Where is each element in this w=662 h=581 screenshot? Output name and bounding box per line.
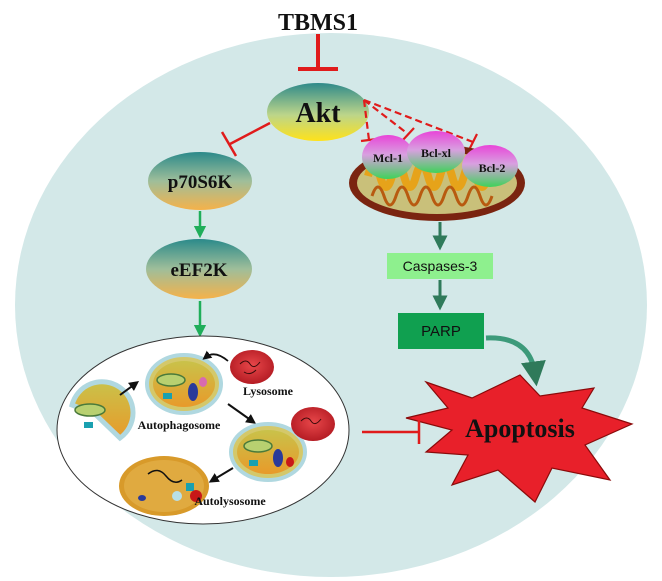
p70s6k-label: p70S6K xyxy=(168,172,233,193)
lysosome-fusion-arrow xyxy=(202,350,229,362)
tbms1-label: TBMS1 xyxy=(278,10,358,36)
akt-label: Akt xyxy=(295,98,341,129)
parp-node: PARP xyxy=(398,313,484,349)
bclxl-node: Bcl-xl xyxy=(407,131,465,173)
apoptosis-label: Apoptosis xyxy=(465,414,575,443)
akt-p70s6k-inhibit-bar xyxy=(220,131,238,157)
mcl1-node: Mcl-1 xyxy=(362,135,414,179)
fusing-vesicle xyxy=(229,422,307,482)
lysosome-label: Lysosome xyxy=(243,384,294,398)
lysosome-bottom xyxy=(291,407,335,441)
phagophore-arrow xyxy=(119,381,140,396)
akt-bcl-inhibit-lines xyxy=(362,98,474,144)
bcl2-node: Bcl-2 xyxy=(462,145,518,187)
autolysosome-arrow xyxy=(208,467,234,483)
apoptosis-node: Apoptosis xyxy=(405,374,634,503)
eef2k-node: eEF2K xyxy=(146,239,252,299)
parp-label: PARP xyxy=(421,323,461,340)
caspases3-label: Caspases-3 xyxy=(403,258,478,274)
bcl2-label: Bcl-2 xyxy=(479,161,506,175)
autolysosome-organelle xyxy=(119,456,209,516)
lysosome-top xyxy=(230,350,274,384)
akt-node: Akt xyxy=(267,83,369,141)
autophagosome-organelle xyxy=(145,353,223,415)
autophagosome-label: Autophagosome xyxy=(138,418,221,432)
caspases3-node: Caspases-3 xyxy=(387,253,493,279)
eef2k-label: eEF2K xyxy=(171,260,228,281)
bclxl-label: Bcl-xl xyxy=(421,146,452,160)
akt-p70s6k-inhibit-line xyxy=(229,121,271,146)
mcl1-label: Mcl-1 xyxy=(373,151,403,165)
p70s6k-node: p70S6K xyxy=(148,152,252,210)
phagophore xyxy=(69,379,136,442)
autolysosome-label: Autolysosome xyxy=(194,494,266,508)
parp-apoptosis-arrow xyxy=(485,335,546,387)
autophagosome-fusion-arrow xyxy=(227,403,257,424)
